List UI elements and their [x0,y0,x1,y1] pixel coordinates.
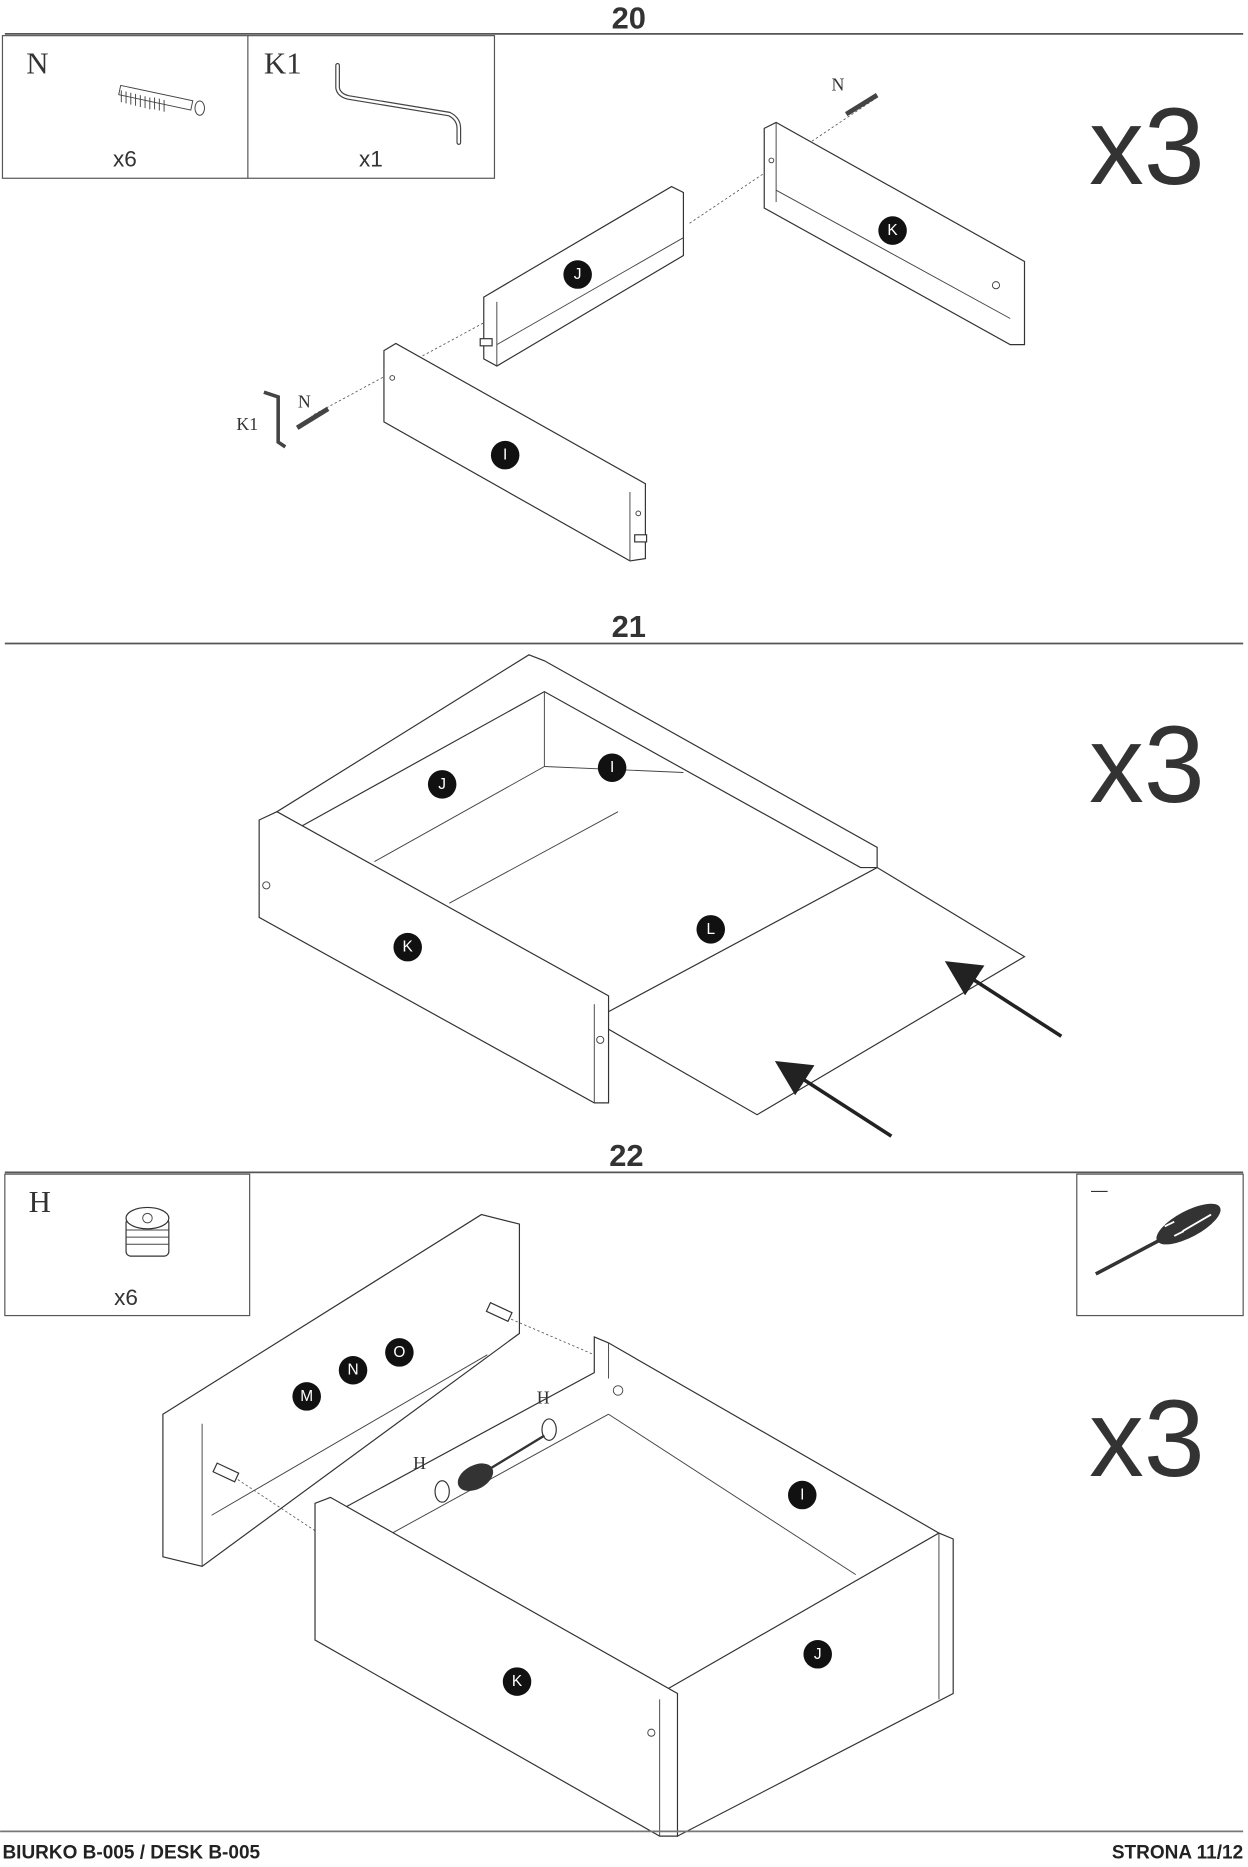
panel-label: J [574,266,582,283]
step-number: 22 [609,1138,643,1173]
label-badge [563,260,592,289]
footer-title: BIURKO B-005 / DESK B-005 [2,1843,260,1864]
callout-label: H [413,1453,426,1473]
step-number: 21 [612,609,646,644]
parts-box: H x6 [4,1173,251,1317]
part-qty: x6 [113,146,137,171]
part-code: K1 [264,46,302,81]
panel-label: I [503,447,507,464]
arrow-icon [944,961,1063,1038]
callout-label: N [298,392,311,412]
panel-label: K [512,1673,523,1690]
panel-j: J [479,185,685,367]
panel-label: I [800,1487,804,1504]
multiplier: x3 [1089,704,1204,826]
label-badge [878,216,907,245]
panel-k [314,1496,679,1837]
callout-label: K1 [236,414,258,434]
panel-k: K [763,121,1026,346]
panel-label: J [438,776,446,793]
tool-box: — [1076,1173,1244,1317]
panel-l [599,866,1026,1116]
allen-key-icon [335,62,462,145]
part-code: N [26,46,48,81]
panel-label: M [300,1388,313,1405]
label-badge [490,440,520,470]
cam-lock-icon [125,1206,170,1257]
allen-key-icon [263,390,287,449]
step-number: 20 [612,1,646,36]
panel-label: J [814,1646,822,1663]
multiplier: x3 [1089,1378,1204,1500]
panel-i: I [383,342,648,562]
step-21: 21 x3 J I K L [4,609,1244,1138]
callout-label: N [831,74,844,94]
screw-icon [295,93,879,430]
screw-icon [118,84,205,116]
step-22: 22 H x6 — x3 [4,1138,1244,1838]
panel-label: O [393,1344,405,1361]
tool-label: — [1091,1181,1108,1200]
panel-k [258,811,610,1104]
frame-top [276,654,878,869]
panel-label: K [887,222,898,239]
panel-label: L [706,921,715,938]
part-code: H [29,1184,51,1219]
callout-label: H [537,1388,550,1408]
parts-box: N x6 K1 x1 [1,35,496,179]
arrow-icon [774,1060,893,1138]
part-qty: x6 [114,1285,138,1310]
page-number: STRONA 11/12 [1112,1843,1243,1864]
panel-label: N [347,1362,358,1379]
part-qty: x1 [359,146,383,171]
panel-label: I [610,759,614,776]
multiplier: x3 [1089,86,1204,208]
screwdriver-icon [1094,1203,1221,1276]
panel-label: K [403,939,414,956]
panel-back-mno [162,1213,521,1567]
cam-lock-icon [434,1418,557,1503]
step-20: 20 N x6 K1 x1 x3 K [1,1,1244,562]
